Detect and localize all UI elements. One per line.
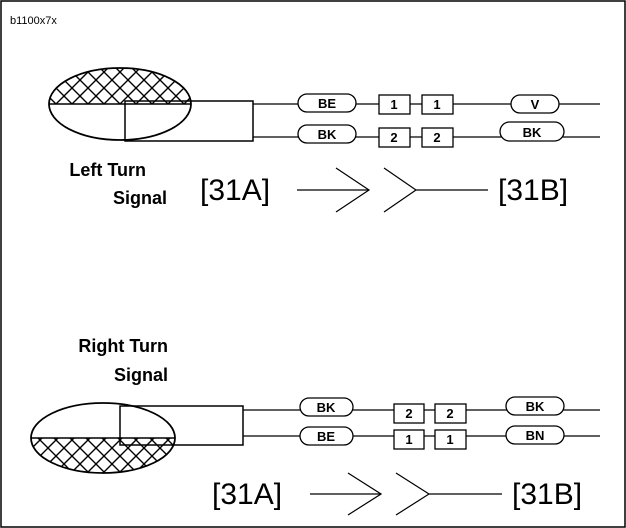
left-wire-1-color: BE: [318, 96, 336, 111]
left-turn-signal-group: BE 1 1 V BK 2 2 BK Left Turn Signal [31A…: [48, 67, 600, 213]
right-connector-to: [31B]: [512, 478, 582, 511]
left-wire-1-pin-a: 1: [390, 97, 397, 112]
left-wire-1-pin-b: 1: [433, 97, 440, 112]
right-wire-2-right-color: BN: [526, 428, 545, 443]
right-connector-arrow: [310, 472, 502, 516]
left-signal-title-line1: Left Turn: [69, 160, 146, 180]
right-wire-1-pin-b: 2: [446, 406, 453, 421]
right-wire-2-pin-b: 1: [446, 432, 453, 447]
right-wire-1-pin-a: 2: [405, 406, 412, 421]
right-wire-1: BK 2 2 BK: [243, 396, 600, 424]
left-connector-to: [31B]: [498, 174, 568, 207]
right-wire-2: BE 1 1 BN: [243, 425, 600, 450]
left-connector-from: [31A]: [200, 174, 270, 207]
right-wire-2-color: BE: [317, 429, 335, 444]
left-wire-2-pin-a: 2: [390, 130, 397, 145]
left-signal-title-line2: Signal: [113, 188, 167, 208]
right-connector-from: [31A]: [212, 478, 282, 511]
left-connector-arrow: [297, 167, 488, 213]
left-lamp-housing: [124, 100, 254, 142]
left-wire-1-right-color: V: [531, 97, 540, 112]
right-wire-1-right-color: BK: [526, 399, 545, 414]
right-signal-title-line1: Right Turn: [78, 336, 168, 356]
right-wire-1-color: BK: [317, 400, 336, 415]
left-lamp-lens-hatch: [49, 68, 191, 104]
left-wire-2: BK 2 2 BK: [253, 121, 600, 148]
left-wire-2-color: BK: [318, 127, 337, 142]
right-signal-title-line2: Signal: [114, 365, 168, 385]
right-turn-signal-group: Right Turn Signal BK 2 2 BK BE 1 1: [30, 336, 600, 516]
right-lamp-lens-hatch: [31, 438, 175, 473]
left-wire-2-pin-b: 2: [433, 130, 440, 145]
figure-code: b1100x7x: [10, 15, 57, 27]
left-wire-2-right-color: BK: [523, 125, 542, 140]
left-wire-1: BE 1 1 V: [253, 93, 600, 115]
right-wire-2-pin-a: 1: [405, 432, 412, 447]
